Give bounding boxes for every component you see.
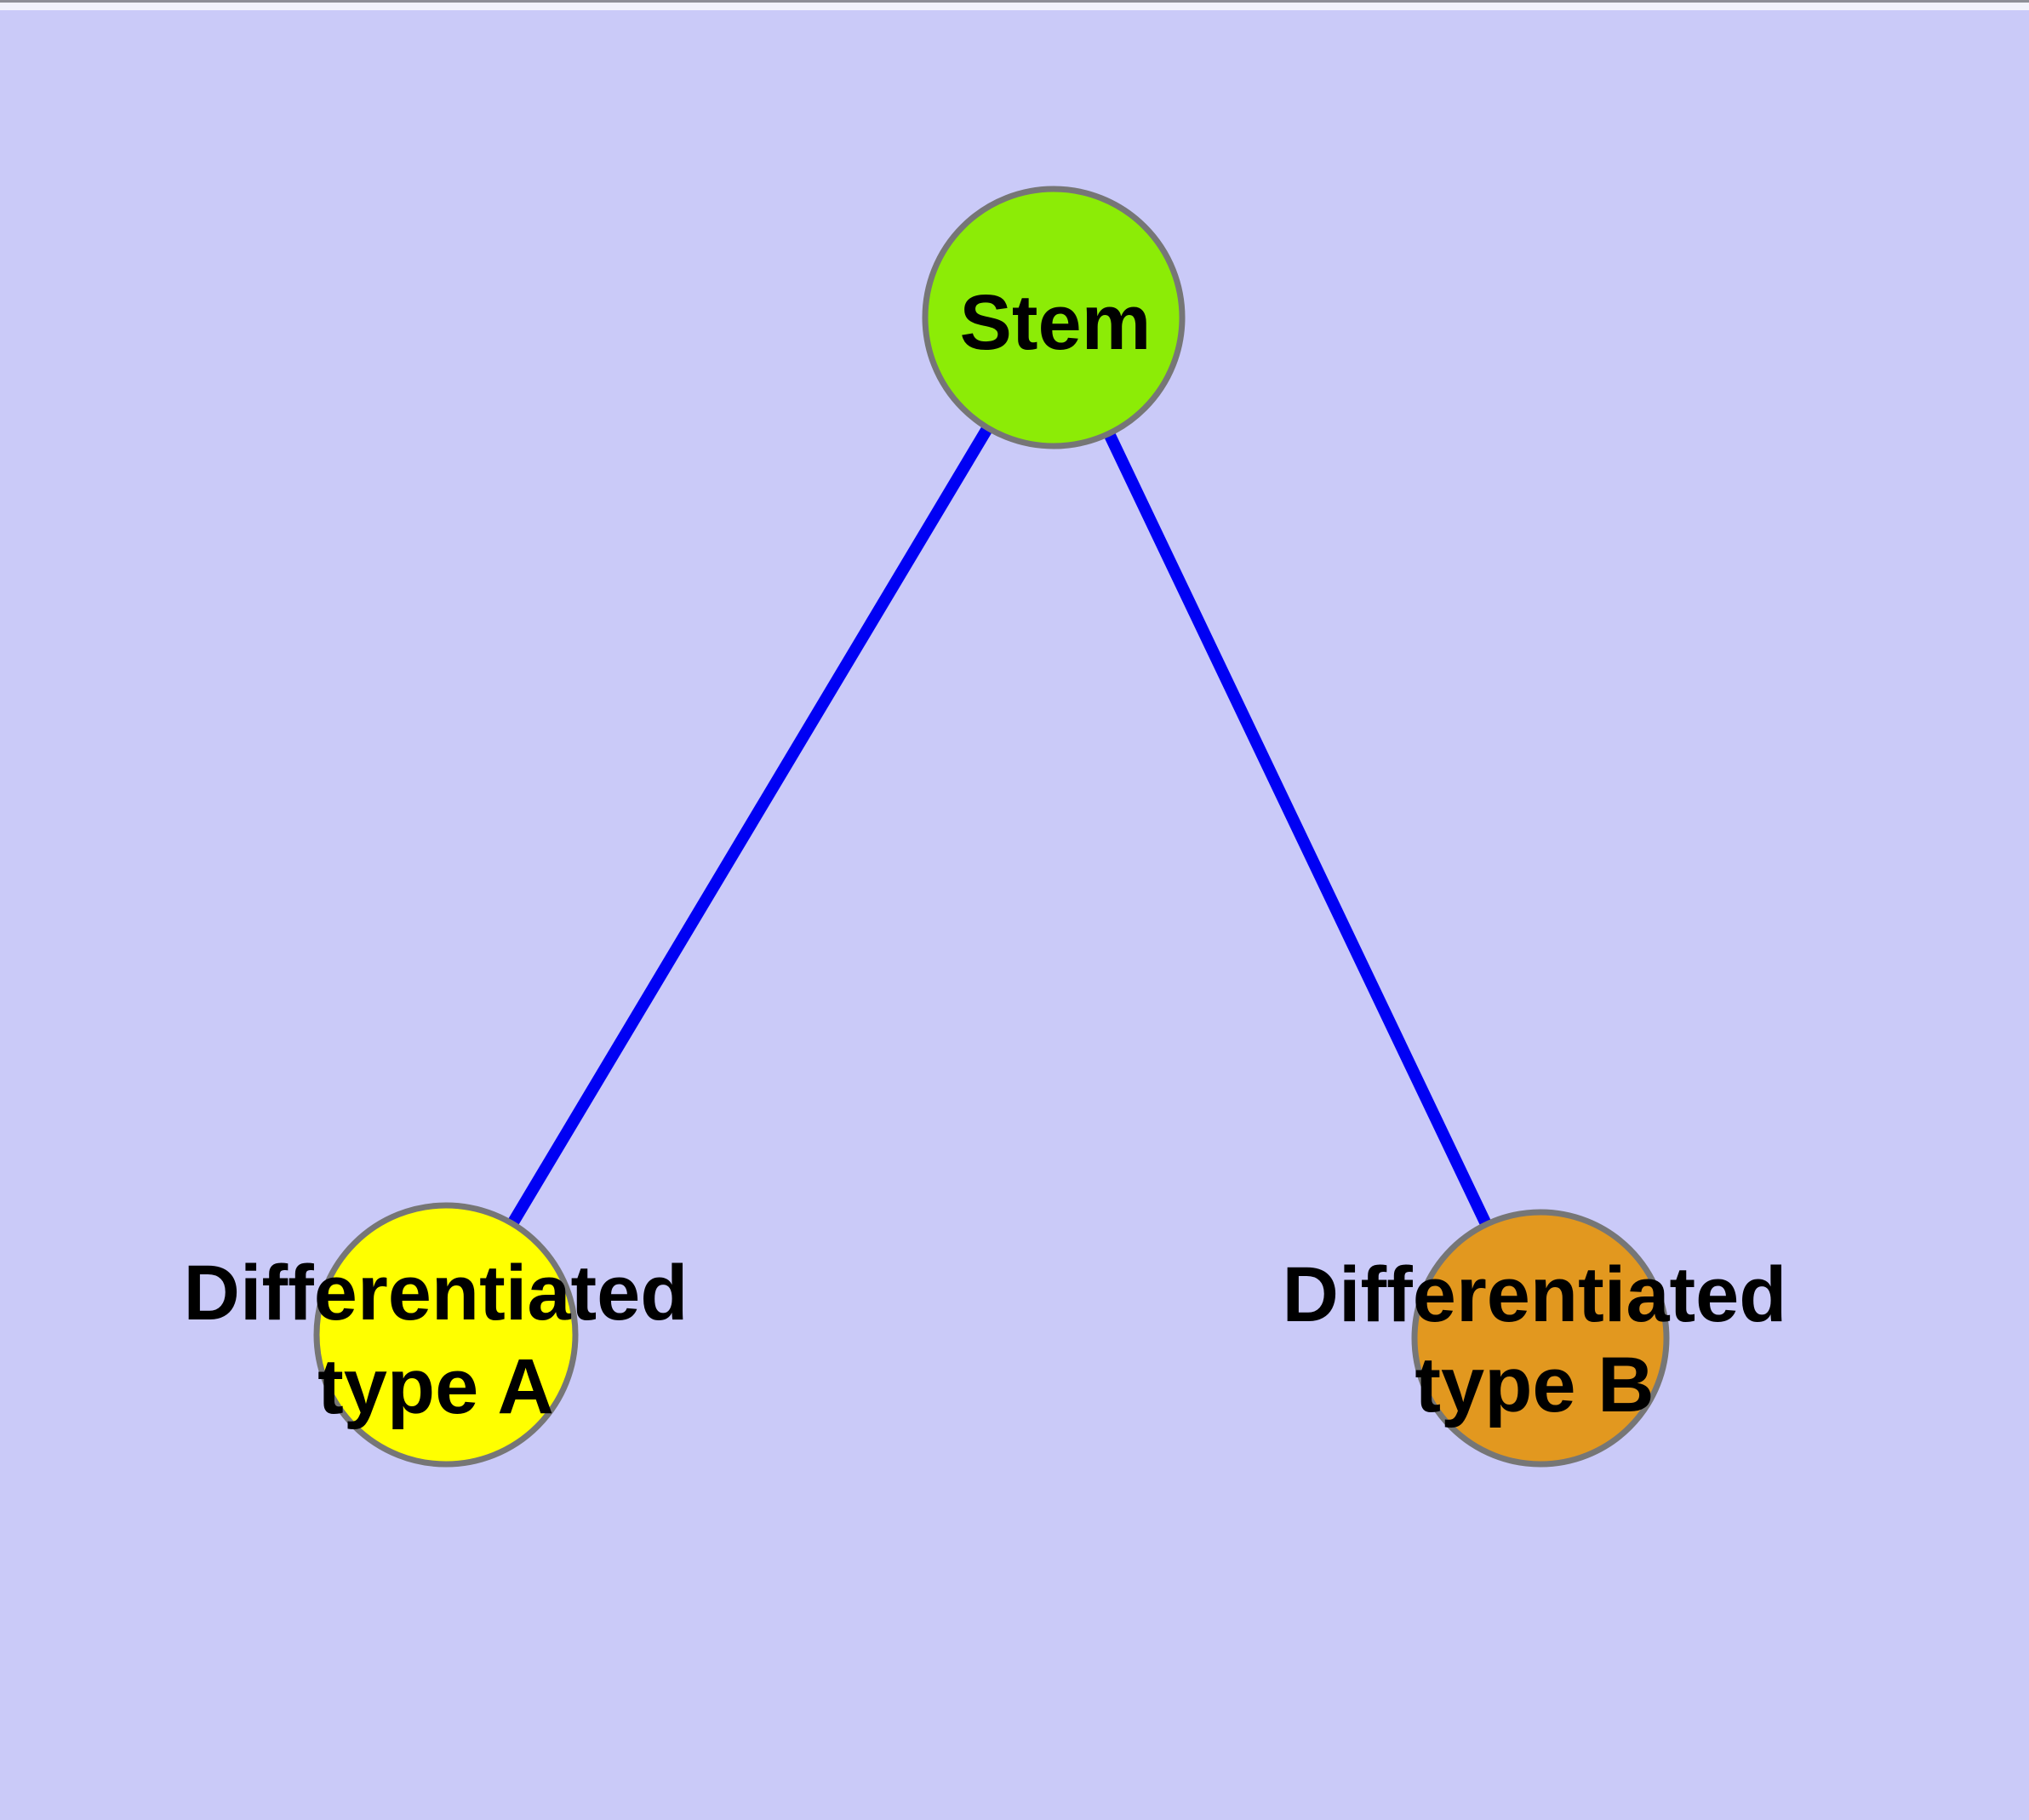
node-differentiated-type-b-circle — [1411, 1209, 1670, 1468]
edge-stem-to-differentiated-type-a — [440, 314, 1060, 1338]
node-differentiated-type-b-label-line-2: type B — [1415, 1342, 1654, 1428]
edge-stem-to-differentiated-type-b — [1048, 314, 1546, 1342]
node-differentiated-type-a-label-line-1: Differentiated — [184, 1250, 689, 1336]
node-differentiated-type-a-circle — [313, 1202, 579, 1468]
node-differentiated-type-a-label-line-2: type A — [317, 1343, 554, 1430]
node-stem-circle — [922, 186, 1186, 449]
node-stem-label: Stem — [960, 279, 1152, 366]
node-differentiated-type-b-label-line-1: Differentiated — [1283, 1251, 1787, 1338]
